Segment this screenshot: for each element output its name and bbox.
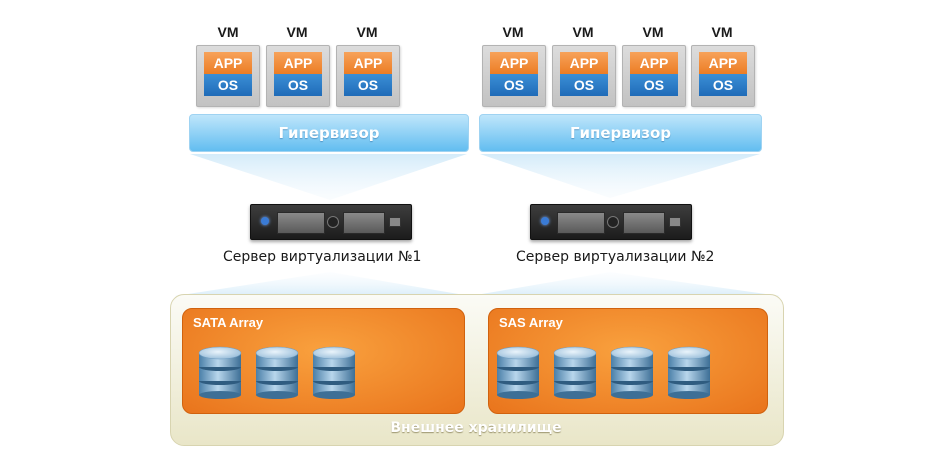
vm-box: APP OS xyxy=(336,45,400,107)
vm-box: APP OS xyxy=(552,45,616,107)
lock-knob-icon xyxy=(607,216,619,228)
port-icon xyxy=(669,217,681,227)
sata-array-label: SATA Array xyxy=(193,315,264,330)
database-disk-icon xyxy=(312,346,356,399)
database-disk-icon xyxy=(496,346,540,399)
left-storage-fan xyxy=(175,272,470,296)
lock-knob-icon xyxy=(327,216,339,228)
database-disk-icon xyxy=(198,346,242,399)
database-disk-icon xyxy=(610,346,654,399)
vm-app-layer: APP xyxy=(699,52,747,74)
sas-array-label: SAS Array xyxy=(499,315,563,330)
vm-label: VM xyxy=(356,24,378,40)
external-storage-title: Внешнее хранилище xyxy=(390,420,562,436)
drive-bay xyxy=(623,212,665,234)
left-hypervisor-bar: Гипервизор xyxy=(189,114,469,152)
vm-app-layer: APP xyxy=(630,52,678,74)
vm-os-layer: OS xyxy=(560,74,608,96)
server-2-label: Сервер виртуализации №2 xyxy=(516,249,715,265)
database-disk-icon xyxy=(255,346,299,399)
vm-label: VM xyxy=(572,24,594,40)
vm-box: APP OS xyxy=(482,45,546,107)
vm-os-layer: OS xyxy=(699,74,747,96)
vm-app-layer: APP xyxy=(204,52,252,74)
vm-label: VM xyxy=(502,24,524,40)
server-2-icon xyxy=(530,204,692,240)
vm-app-layer: APP xyxy=(344,52,392,74)
power-led-icon xyxy=(261,217,269,225)
vm-os-layer: OS xyxy=(204,74,252,96)
power-led-icon xyxy=(541,217,549,225)
vm-label: VM xyxy=(286,24,308,40)
vm-box: APP OS xyxy=(266,45,330,107)
vm-label: VM xyxy=(217,24,239,40)
server-1-label: Сервер виртуализации №1 xyxy=(223,249,422,265)
vm-box: APP OS xyxy=(622,45,686,107)
vm-os-layer: OS xyxy=(344,74,392,96)
right-hypervisor-fan xyxy=(480,154,760,198)
vm-os-layer: OS xyxy=(490,74,538,96)
drive-bay xyxy=(343,212,385,234)
vm-os-layer: OS xyxy=(274,74,322,96)
right-storage-fan xyxy=(470,272,780,296)
sata-array-panel: SATA Array xyxy=(182,308,465,414)
vm-label: VM xyxy=(711,24,733,40)
left-hypervisor-fan xyxy=(190,154,467,200)
drive-bay xyxy=(277,212,325,234)
database-disk-icon xyxy=(667,346,711,399)
vm-os-layer: OS xyxy=(630,74,678,96)
vm-label: VM xyxy=(642,24,664,40)
vm-app-layer: APP xyxy=(274,52,322,74)
vm-box: APP OS xyxy=(196,45,260,107)
server-1-icon xyxy=(250,204,412,240)
right-hypervisor-bar: Гипервизор xyxy=(479,114,762,152)
vm-app-layer: APP xyxy=(490,52,538,74)
vm-app-layer: APP xyxy=(560,52,608,74)
port-icon xyxy=(389,217,401,227)
drive-bay xyxy=(557,212,605,234)
sas-array-panel: SAS Array xyxy=(488,308,768,414)
vm-box: APP OS xyxy=(691,45,755,107)
database-disk-icon xyxy=(553,346,597,399)
